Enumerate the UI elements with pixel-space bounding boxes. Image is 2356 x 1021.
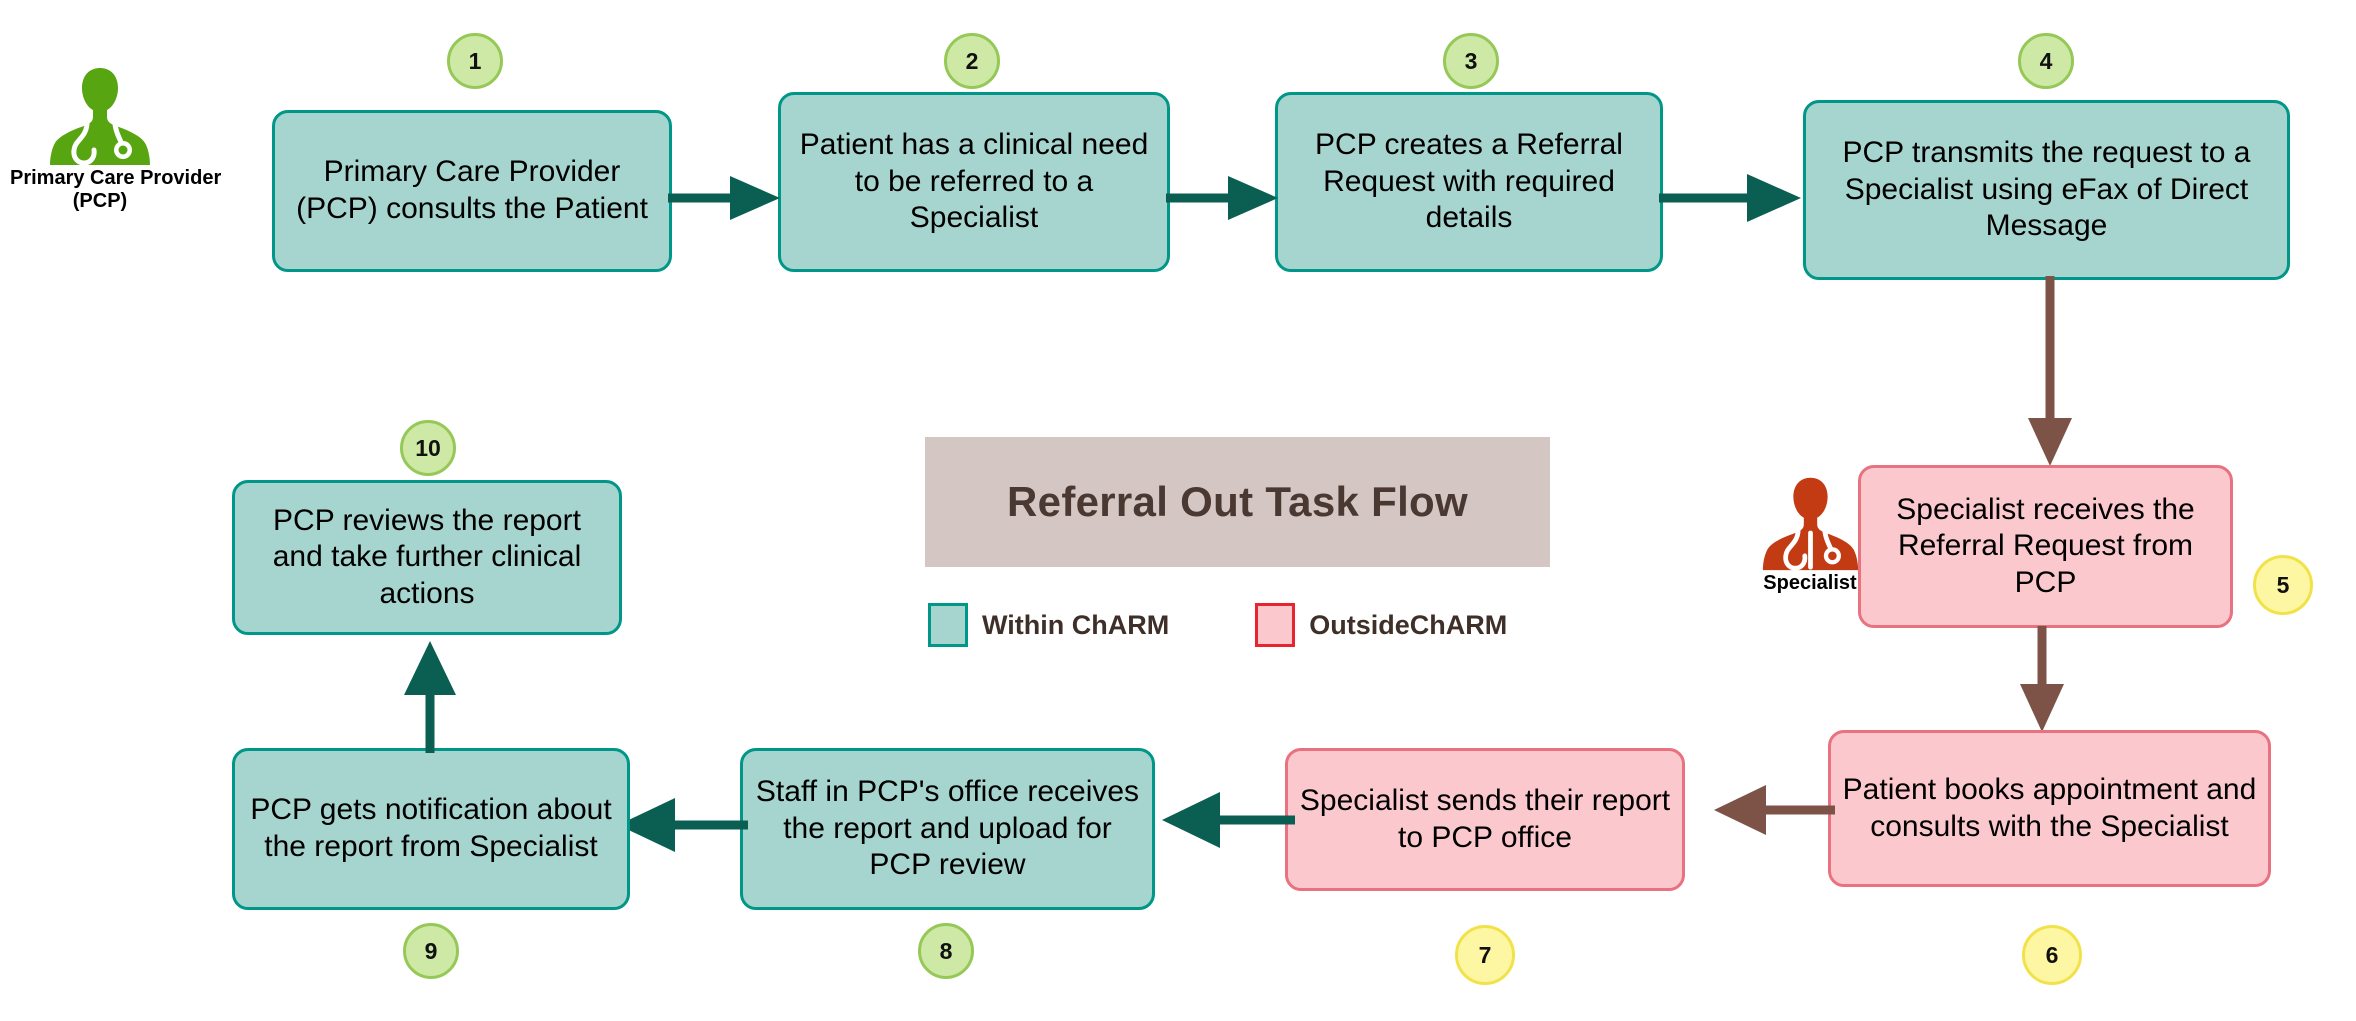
badge-step-5: 5 (2253, 555, 2313, 615)
badge-step-7-label: 7 (1478, 941, 1492, 968)
node-step-7-text: Specialist sends their report to PCP off… (1299, 783, 1671, 854)
badge-step-1: 1 (447, 33, 503, 89)
badge-step-7: 7 (1455, 925, 1515, 985)
node-step-8[interactable]: Staff in PCP's office receives the repor… (740, 748, 1155, 910)
badge-step-3: 3 (1443, 33, 1499, 89)
node-step-1[interactable]: Primary Care Provider (PCP) consults the… (272, 110, 672, 272)
badge-step-4-label: 4 (2039, 47, 2053, 74)
node-step-8-text: Staff in PCP's office receives the repor… (755, 775, 1140, 882)
node-step-2[interactable]: Patient has a clinical need to be referr… (778, 92, 1170, 272)
node-step-9[interactable]: PCP gets notification about the report f… (232, 748, 630, 910)
badge-step-10-label: 10 (415, 434, 441, 461)
actor-specialist-label: Specialist (1763, 572, 1857, 594)
doctor-icon (50, 68, 150, 166)
badge-step-9: 9 (403, 923, 459, 979)
actor-pcp-label-line1: Primary Care Provider (10, 167, 222, 189)
node-step-6[interactable]: Patient books appointment and consults w… (1828, 730, 2271, 887)
badge-step-4: 4 (2018, 33, 2074, 89)
arrow-2-to-3 (1166, 176, 1278, 220)
badge-step-3-label: 3 (1464, 47, 1478, 74)
badge-step-6: 6 (2022, 925, 2082, 985)
node-step-1-text: Primary Care Provider (PCP) consults the… (296, 155, 648, 225)
arrow-3-to-4 (1659, 174, 1801, 222)
node-step-4-text: PCP transmits the request to a Specialis… (1842, 136, 2251, 243)
actor-pcp: Primary Care Provider (PCP) (10, 62, 222, 213)
node-step-2-text: Patient has a clinical need to be referr… (799, 128, 1149, 235)
diagram-title: Referral Out Task Flow (1007, 478, 1468, 525)
arrow-1-to-2 (668, 176, 780, 220)
badge-step-5-label: 5 (2276, 571, 2290, 598)
arrow-7-to-8 (1162, 792, 1295, 848)
badge-step-8-label: 8 (939, 937, 953, 964)
legend: Within ChARM OutsideChARM (928, 603, 1507, 647)
arrow-4-to-5 (2028, 276, 2072, 466)
legend-label-outside: OutsideChARM (1309, 609, 1508, 640)
node-step-7[interactable]: Specialist sends their report to PCP off… (1285, 748, 1685, 891)
node-step-4[interactable]: PCP transmits the request to a Specialis… (1803, 100, 2290, 280)
actor-specialist: Specialist (1735, 472, 1885, 595)
node-step-10-text: PCP reviews the report and take further … (272, 503, 582, 610)
legend-item-outside: OutsideChARM (1255, 603, 1507, 647)
doctor-icon (1762, 477, 1858, 571)
badge-step-8: 8 (918, 923, 974, 979)
legend-label-within: Within ChARM (982, 609, 1170, 640)
badge-step-2: 2 (944, 33, 1000, 89)
node-step-3-text: PCP creates a Referral Request with requ… (1315, 128, 1623, 235)
node-step-6-text: Patient books appointment and consults w… (1842, 772, 2257, 843)
diagram-title-band: Referral Out Task Flow (925, 437, 1550, 567)
badge-step-2-label: 2 (965, 47, 979, 74)
arrow-9-to-10 (404, 641, 456, 753)
arrow-5-to-6 (2020, 626, 2064, 732)
node-step-3[interactable]: PCP creates a Referral Request with requ… (1275, 92, 1663, 272)
badge-step-1-label: 1 (468, 47, 482, 74)
arrow-6-to-7 (1714, 785, 1835, 835)
node-step-9-text: PCP gets notification about the report f… (250, 793, 612, 863)
actor-pcp-label-line2: (PCP) (72, 190, 128, 212)
badge-step-6-label: 6 (2045, 941, 2059, 968)
legend-swatch-within (928, 603, 968, 647)
legend-swatch-outside (1255, 603, 1296, 647)
node-step-10[interactable]: PCP reviews the report and take further … (232, 480, 622, 635)
badge-step-9-label: 9 (424, 937, 438, 964)
badge-step-10: 10 (400, 420, 456, 476)
arrow-8-to-9 (618, 798, 748, 852)
legend-item-within: Within ChARM (928, 603, 1169, 647)
node-step-5[interactable]: Specialist receives the Referral Request… (1858, 465, 2233, 628)
node-step-5-text: Specialist receives the Referral Request… (1896, 492, 2195, 599)
